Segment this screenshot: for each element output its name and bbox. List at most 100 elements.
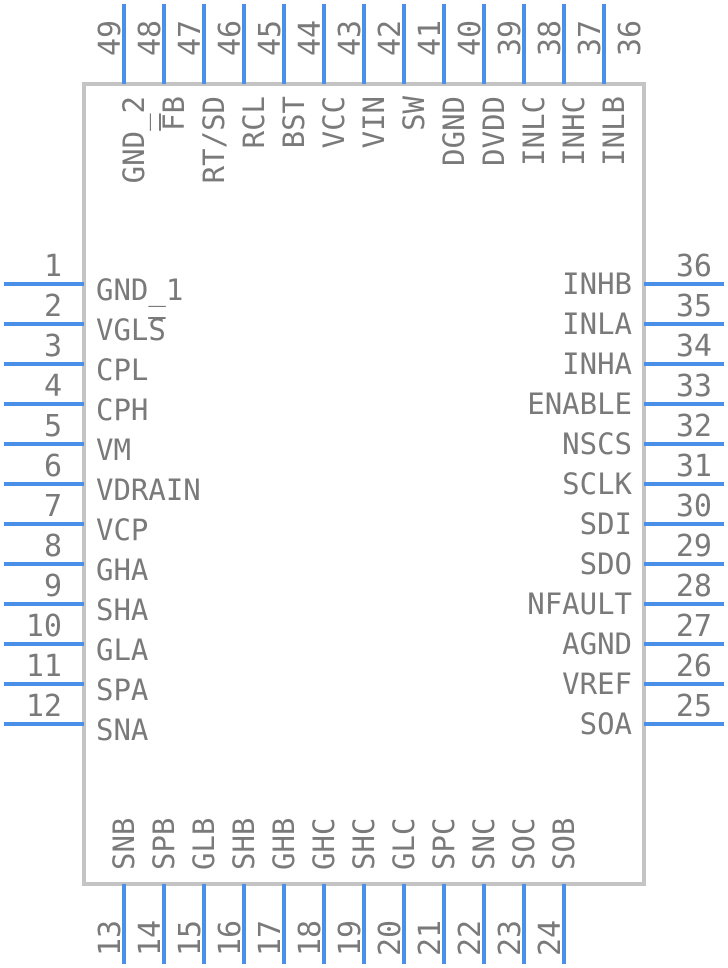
pin-name-16: SHB [227,818,261,870]
pin-name-44: BST [277,96,311,148]
pin-name-39: DVDD [477,96,511,166]
pin-name-4: CPH [96,393,148,427]
pin-number-28: 28 [676,569,712,604]
pin-name-31: SCLK [562,467,632,501]
pin-name-42: VIN [357,96,391,148]
pin-number-36-top: 36 [613,20,648,56]
pin-number-34: 34 [676,329,712,364]
pin-name-3: CPL [96,353,148,387]
pin-number-4: 4 [44,369,62,404]
pin-name-13: SNB [107,818,141,870]
pin-name-37: INHC [557,96,591,166]
pin-name-47: FB [157,96,191,131]
pin-number-27: 27 [676,609,712,644]
pin-name-25: SOA [580,707,632,741]
pin-number-5: 5 [44,409,62,444]
pin-number-10: 10 [26,609,62,644]
pin-number-19: 19 [333,920,368,956]
pin-name-20: GLC [387,818,421,870]
pin-name-7: VCP [96,513,148,547]
pin-number-23: 23 [493,920,528,956]
pin-name-27: AGND [562,627,632,661]
pin-number-21: 21 [413,920,448,956]
pin-number-11: 11 [26,649,62,684]
pin-number-44: 44 [293,20,328,56]
pin-name-48: GND_2 [117,96,152,183]
pin-number-7: 7 [44,489,62,524]
pin-number-29: 29 [676,529,712,564]
pin-number-49: 49 [93,20,128,56]
pin-name-17: GHB [267,818,301,870]
pin-number-41: 41 [413,20,448,56]
pin-name-29: SDO [580,547,632,581]
pin-name-1: GND_1 [96,273,183,308]
pin-number-46: 46 [213,20,248,56]
pin-number-3: 3 [44,329,62,364]
pin-number-31: 31 [676,449,712,484]
pin-number-16: 16 [213,920,248,956]
pin-number-24: 24 [533,920,568,956]
pin-name-28: NFAULT [527,587,632,621]
pin-number-36: 36 [676,249,712,284]
pin-name-26: VREF [562,667,632,701]
pin-number-38: 38 [533,20,568,56]
pin-number-25: 25 [676,689,712,724]
pin-number-13: 13 [93,920,128,956]
pin-name-5: VM [96,433,131,467]
pin-name-14: SPB [147,818,181,870]
pin-name-40: DGND [437,96,471,166]
pin-name-9: SHA [96,593,148,627]
pin-number-30: 30 [676,489,712,524]
pin-number-42: 42 [373,20,408,56]
pin-name-15: GLB [187,818,221,870]
pin-number-12: 12 [26,689,62,724]
pin-number-43: 43 [333,20,368,56]
pin-number-22: 22 [453,920,488,956]
pin-name-38: INLC [517,96,551,166]
pin-number-6: 6 [44,449,62,484]
pin-number-17: 17 [253,920,288,956]
pin-name-10: GLA [96,633,148,667]
bottom-pin-group: 13 SNB 14 SPB 15 GLB 16 SHB 17 GHB 18 GHC 19 SHC 20 GLC… [93,818,581,964]
pin-name-30: SDI [580,507,632,541]
pin-number-1: 1 [44,249,62,284]
pin-number-32: 32 [676,409,712,444]
pin-number-14: 14 [133,920,168,956]
pin-name-34: INHA [562,347,632,381]
pin-number-33: 33 [676,369,712,404]
pin-name-21: SPC [427,818,461,870]
pin-name-32: NSCS [562,427,632,461]
pin-number-9: 9 [44,569,62,604]
pin-number-15: 15 [173,920,208,956]
pin-name-36-top: INLB [597,96,631,166]
pin-name-11: SPA [96,673,148,707]
pin-number-35: 35 [676,289,712,324]
pin-name-12: SNA [96,713,148,747]
pin-name-18: GHC [307,818,341,870]
pin-name-8: GHA [96,553,148,587]
pin-number-20: 20 [373,920,408,956]
pin-number-40: 40 [453,20,488,56]
pin-name-19: SHC [347,818,381,870]
pin-name-36: INHB [562,267,632,301]
pin-number-18: 18 [293,920,328,956]
pin-name-23: SOC [507,818,541,870]
pin-name-24: SOB [547,818,581,870]
pin-number-26: 26 [676,649,712,684]
pin-number-47: 47 [173,20,208,56]
pin-number-48: 48 [133,20,168,56]
pin-number-39: 39 [493,20,528,56]
pin-name-35: INLA [562,307,632,341]
pin-name-6: VDRAIN [96,473,201,507]
pin-name-33: ENABLE [527,387,632,421]
pin-name-45: RCL [237,96,271,148]
pin-name-46: RT/SD [197,96,231,183]
pin-number-37: 37 [573,20,608,56]
pin-name-41: SW [397,95,431,130]
pin-name-22: SNC [467,818,501,870]
pin-number-2: 2 [44,289,62,324]
pin-number-8: 8 [44,529,62,564]
